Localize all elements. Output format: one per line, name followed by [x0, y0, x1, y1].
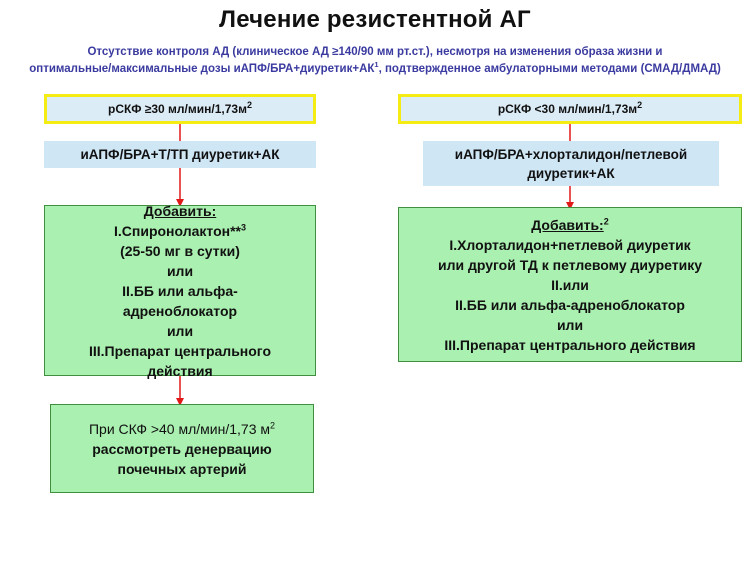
- right-add-item-1b: или другой ТД к петлевому диуретику: [437, 256, 703, 273]
- right-add-box: Добавить:2 I.Хлорталидон+петлевой диурет…: [398, 207, 742, 362]
- right-gfr-box: рСКФ <30 мл/мин/1,73м2: [398, 94, 742, 124]
- right-add-item-1a: I.Хлорталидон+петлевой диуретик: [449, 236, 691, 253]
- denervation-line-1: При СКФ >40 мл/мин/1,73 м2: [88, 419, 276, 437]
- denervation-line-3: почечных артерий: [117, 460, 247, 477]
- denervation-line-2: рассмотреть денервацию: [92, 440, 272, 457]
- left-add-heading: Добавить:: [143, 202, 217, 219]
- subtitle-line-1: Отсутствие контроля АД (клиническое АД ≥…: [87, 46, 663, 58]
- right-add-item-2: II.или: [551, 276, 589, 293]
- right-add-item-4: III.Препарат центрального действия: [444, 336, 696, 353]
- left-add-item-3a: III.Препарат центрального: [88, 342, 272, 359]
- left-add-item-2a: II.ББ или альфа-: [122, 282, 238, 299]
- left-therapy-box: иАПФ/БРА+Т/ТП диуретик+АК: [44, 141, 316, 168]
- right-therapy-box: иАПФ/БРА+хлорталидон/петлевой диуретик+А…: [423, 141, 719, 186]
- right-add-item-3: II.ББ или альфа-адреноблокатор: [455, 296, 685, 313]
- subtitle-line-2: оптимальные/максимальные дозы иАПФ/БРА+д…: [29, 60, 721, 75]
- left-add-item-1: I.Спиронолактон**3: [114, 221, 246, 239]
- page-title: Лечение резистентной АГ: [219, 6, 531, 33]
- left-add-or-1: или: [166, 262, 194, 279]
- left-gfr-box: рСКФ ≥30 мл/мин/1,73м2: [44, 94, 316, 124]
- right-add-heading: Добавить:2: [531, 215, 609, 233]
- right-therapy-line-1: иАПФ/БРА+хлорталидон/петлевой: [454, 146, 688, 162]
- left-add-item-1-dose: (25-50 мг в сутки): [120, 242, 240, 259]
- right-add-or: или: [556, 316, 584, 333]
- left-add-item-2b: адреноблокатор: [122, 302, 238, 319]
- left-add-item-3b: действия: [147, 362, 213, 379]
- left-add-box: Добавить: I.Спиронолактон**3 (25-50 мг в…: [44, 203, 316, 379]
- left-add-or-2: или: [166, 322, 194, 339]
- left-denervation-box: При СКФ >40 мл/мин/1,73 м2 рассмотреть д…: [50, 404, 314, 493]
- subtitle: Отсутствие контроля АД (клиническое АД ≥…: [20, 44, 730, 78]
- right-therapy-line-2: диуретик+АК: [527, 165, 615, 181]
